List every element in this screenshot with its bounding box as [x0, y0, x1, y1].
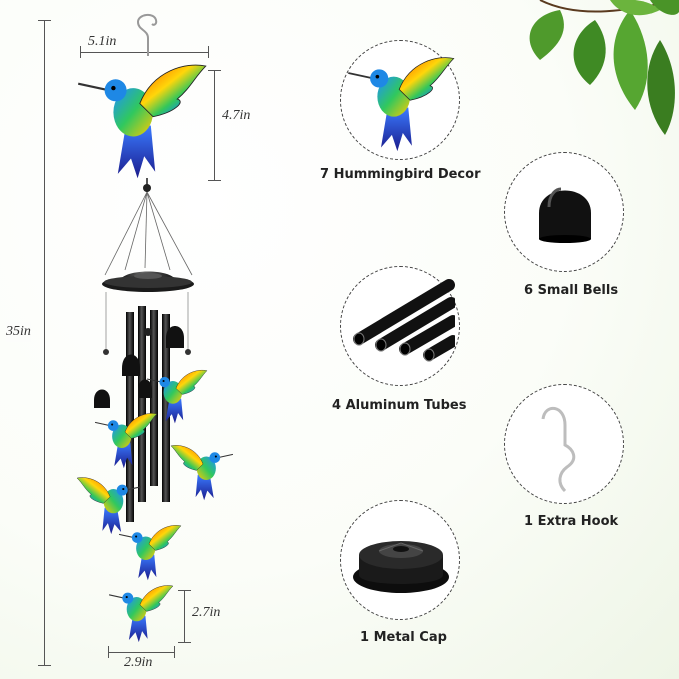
bottom-width-tick-right — [174, 646, 175, 658]
top-width-tick-left — [80, 46, 81, 58]
bottom-height-tick-bottom — [178, 642, 191, 643]
bell-icon — [539, 187, 591, 243]
hanging-hummingbird-6 — [108, 582, 174, 644]
component-label-hummingbird: 7 Hummingbird Decor — [320, 167, 481, 182]
length-dimension-tick-top — [38, 20, 51, 21]
top-height-label: 4.7in — [222, 108, 251, 123]
component-circle-tubes — [340, 266, 460, 386]
top-height-tick-bottom — [208, 180, 221, 181]
component-label-hook: 1 Extra Hook — [524, 514, 619, 529]
tubes-icon — [353, 279, 455, 362]
bottom-width-label: 2.9in — [124, 655, 153, 670]
product-metal-cap — [102, 271, 194, 292]
hummingbird-icon — [345, 53, 457, 153]
total-length-label: 35in — [6, 322, 31, 342]
component-label-cap: 1 Metal Cap — [360, 630, 447, 645]
product-bells — [94, 326, 184, 408]
bottom-height-tick-top — [178, 590, 191, 591]
component-label-bell: 6 Small Bells — [524, 283, 619, 298]
component-circle-hummingbird — [340, 40, 460, 160]
hanging-hummingbird-5 — [118, 522, 182, 582]
top-hummingbird-ornament — [76, 58, 208, 182]
bottom-width-line — [108, 652, 174, 653]
top-width-tick-right — [208, 46, 209, 58]
top-height-tick-top — [208, 70, 221, 71]
hanging-hook-icon — [136, 14, 158, 56]
component-label-tubes: 4 Aluminum Tubes — [332, 398, 467, 413]
length-dimension-line — [44, 20, 45, 665]
cap-icon — [353, 541, 449, 593]
top-width-line — [80, 52, 208, 53]
product-tubes — [103, 292, 191, 522]
bottom-height-line — [184, 590, 185, 642]
hanging-hummingbird-2 — [94, 410, 158, 470]
chain-bead — [143, 184, 151, 192]
leaves-decoration — [529, 0, 679, 135]
component-circle-bell — [504, 152, 624, 272]
bottom-height-label: 2.7in — [192, 605, 221, 620]
top-width-label: 5.1in — [88, 34, 117, 49]
component-circle-hook — [504, 384, 624, 504]
hanging-hummingbird-3 — [170, 442, 234, 502]
component-circle-cap — [340, 500, 460, 620]
length-dimension-tick-bottom — [38, 665, 51, 666]
hook-icon — [541, 407, 576, 493]
bottom-width-tick-left — [108, 646, 109, 658]
top-height-line — [214, 70, 215, 180]
suspension-strings — [104, 191, 193, 276]
